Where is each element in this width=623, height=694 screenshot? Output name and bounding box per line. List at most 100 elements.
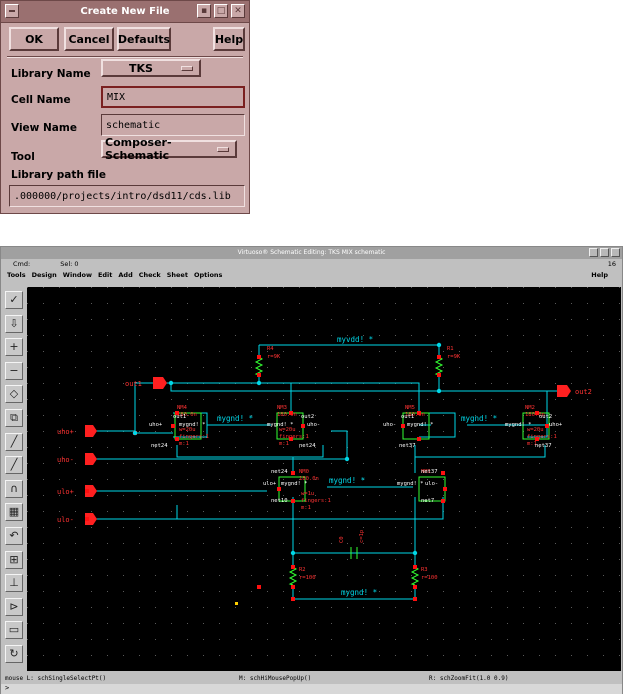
wire-junction-dot: [168, 380, 174, 386]
pin-uho-minus[interactable]: [85, 453, 97, 465]
close-icon[interactable]: ✕: [231, 4, 245, 18]
capacitor-c0[interactable]: [350, 547, 358, 559]
option-menu-icon: [181, 66, 193, 71]
pin-out1[interactable]: [153, 377, 167, 389]
pin-out2[interactable]: [557, 385, 571, 397]
transistor-source-label: net24: [299, 443, 316, 449]
schematic-canvas[interactable]: uho+ uho- ulo+ ulo- out1 out2 myvdd! * m…: [27, 287, 621, 671]
pin-connection-dot: [277, 487, 281, 491]
dialog-title-bar[interactable]: Create New File ▪ □ ✕: [1, 1, 249, 23]
library-name-select[interactable]: TKS: [101, 59, 201, 77]
delete-icon[interactable]: ▦: [5, 503, 23, 522]
maximize-icon[interactable]: [600, 248, 609, 257]
pin-icon[interactable]: ⊳: [5, 597, 23, 616]
window-menu-icon[interactable]: [5, 4, 19, 18]
transistor-gate-label: ulo-: [425, 481, 438, 487]
wire-wide-icon[interactable]: ╱: [5, 456, 23, 475]
check-and-save-icon[interactable]: ✓: [5, 291, 23, 309]
wire-icon[interactable]: ╱: [5, 432, 23, 451]
pins: [85, 377, 571, 525]
library-path-label: Library path file: [11, 169, 107, 181]
pin-uho-plus[interactable]: [85, 425, 97, 437]
menu-check[interactable]: Check: [138, 271, 161, 279]
transistor-drain-label: out2: [301, 414, 314, 420]
tool-label: Tool: [11, 151, 35, 163]
resistor-r3[interactable]: [410, 566, 420, 586]
menu-edit[interactable]: Edit: [97, 271, 113, 279]
library-name-value: TKS: [129, 61, 153, 75]
ok-button[interactable]: OK: [9, 27, 59, 51]
pin-connection-dot: [257, 373, 261, 377]
minimize-icon[interactable]: [589, 248, 598, 257]
library-path-field[interactable]: .000000/projects/intro/dsd11/cds.lib: [9, 185, 245, 207]
save-icon[interactable]: ⇩: [5, 314, 23, 333]
pin-connection-dot: [257, 355, 261, 359]
net-label-mygnd: mygnd! *: [217, 414, 253, 423]
menu-options[interactable]: Options: [193, 271, 223, 279]
menu-tools[interactable]: Tools: [7, 271, 26, 279]
pin-ulo-minus[interactable]: [85, 513, 97, 525]
pin-connection-dot: [437, 355, 441, 359]
close-icon[interactable]: [611, 248, 620, 257]
tool-select[interactable]: Composer-Schematic: [101, 136, 237, 162]
pin-label: out1: [125, 380, 142, 388]
transistor-fingers: fingers:1: [179, 434, 209, 440]
wire-wide-icon: ╱: [10, 458, 18, 472]
menu-design[interactable]: Design: [31, 271, 57, 279]
wire-junction-dot: [132, 430, 138, 436]
resistor-r2[interactable]: [288, 566, 298, 586]
view-name-field[interactable]: schematic: [101, 114, 245, 136]
cell-name-field[interactable]: MIX: [101, 86, 245, 108]
undo-icon[interactable]: ↶: [5, 527, 23, 545]
zoom-in-icon[interactable]: +: [5, 338, 23, 357]
property-icon[interactable]: ⊞: [5, 550, 23, 569]
repeat-icon[interactable]: ↻: [5, 645, 23, 663]
schematic-title-bar[interactable]: Virtuoso® Schematic Editing: TKS MIX sch…: [1, 247, 622, 259]
transistor-name: NM4: [177, 405, 188, 411]
transistor-length: 180.0n: [405, 412, 425, 418]
pin-connection-dot: [413, 565, 417, 569]
pin-connection-dot: [443, 487, 447, 491]
status-bar: Cmd: Sel: 0 16: [1, 259, 622, 269]
transistor-multiplier: m:1: [279, 441, 289, 447]
copy-icon[interactable]: ⧉: [5, 409, 23, 427]
menu-window[interactable]: Window: [62, 271, 92, 279]
cancel-button[interactable]: Cancel: [64, 27, 114, 51]
command-options-icon[interactable]: ▭: [5, 621, 23, 640]
pin-connection-dot: [257, 585, 261, 589]
pin-connection-dot: [441, 471, 445, 475]
transistor-width: w=1u: [301, 491, 314, 497]
transistor-width: w=20u: [279, 427, 296, 433]
defaults-button[interactable]: Defaults: [117, 27, 171, 51]
transistor-source-label: net37: [399, 443, 416, 449]
transistor-fingers: fingers:1: [527, 434, 557, 440]
grid-dots: [27, 287, 621, 671]
schematic-drawing[interactable]: uho+ uho- ulo+ ulo- out1 out2 myvdd! * m…: [27, 287, 621, 671]
menu-sheet[interactable]: Sheet: [166, 271, 188, 279]
pin-connection-dot: [291, 565, 295, 569]
help-button[interactable]: Help: [213, 27, 245, 51]
menu-help[interactable]: Help: [591, 271, 608, 279]
transistor-bulk-label: mygnd! *: [407, 422, 434, 428]
pin-ulo-plus[interactable]: [85, 485, 97, 497]
stretch-icon[interactable]: ◇: [5, 385, 23, 404]
wire-junction-dot: [290, 550, 296, 556]
transistor-drain-label: out1: [401, 414, 414, 420]
menu-add[interactable]: Add: [118, 271, 133, 279]
zoom-out-icon[interactable]: −: [5, 361, 23, 380]
minimize-icon[interactable]: ▪: [197, 4, 211, 18]
transistor-width: w=20u: [527, 427, 544, 433]
transistor-name: NM5: [405, 405, 415, 411]
label-icon[interactable]: ∩: [5, 479, 23, 498]
mouse-middle-binding: M: schHiMousePopUp(): [239, 674, 312, 682]
property-icon: ⊞: [9, 552, 19, 566]
pin-connection-dot: [417, 411, 421, 415]
maximize-icon[interactable]: □: [214, 4, 228, 18]
pin-connection-dot: [175, 437, 179, 441]
instance-icon[interactable]: ⊥: [5, 574, 23, 593]
command-prompt[interactable]: >: [1, 684, 622, 694]
wire-junction-dot: [256, 380, 262, 386]
transistor-bulk-label: mygnd! *: [397, 481, 424, 487]
transistor-gate-label: uho-: [383, 422, 396, 428]
schematic-editor-window: Virtuoso® Schematic Editing: TKS MIX sch…: [0, 246, 623, 694]
